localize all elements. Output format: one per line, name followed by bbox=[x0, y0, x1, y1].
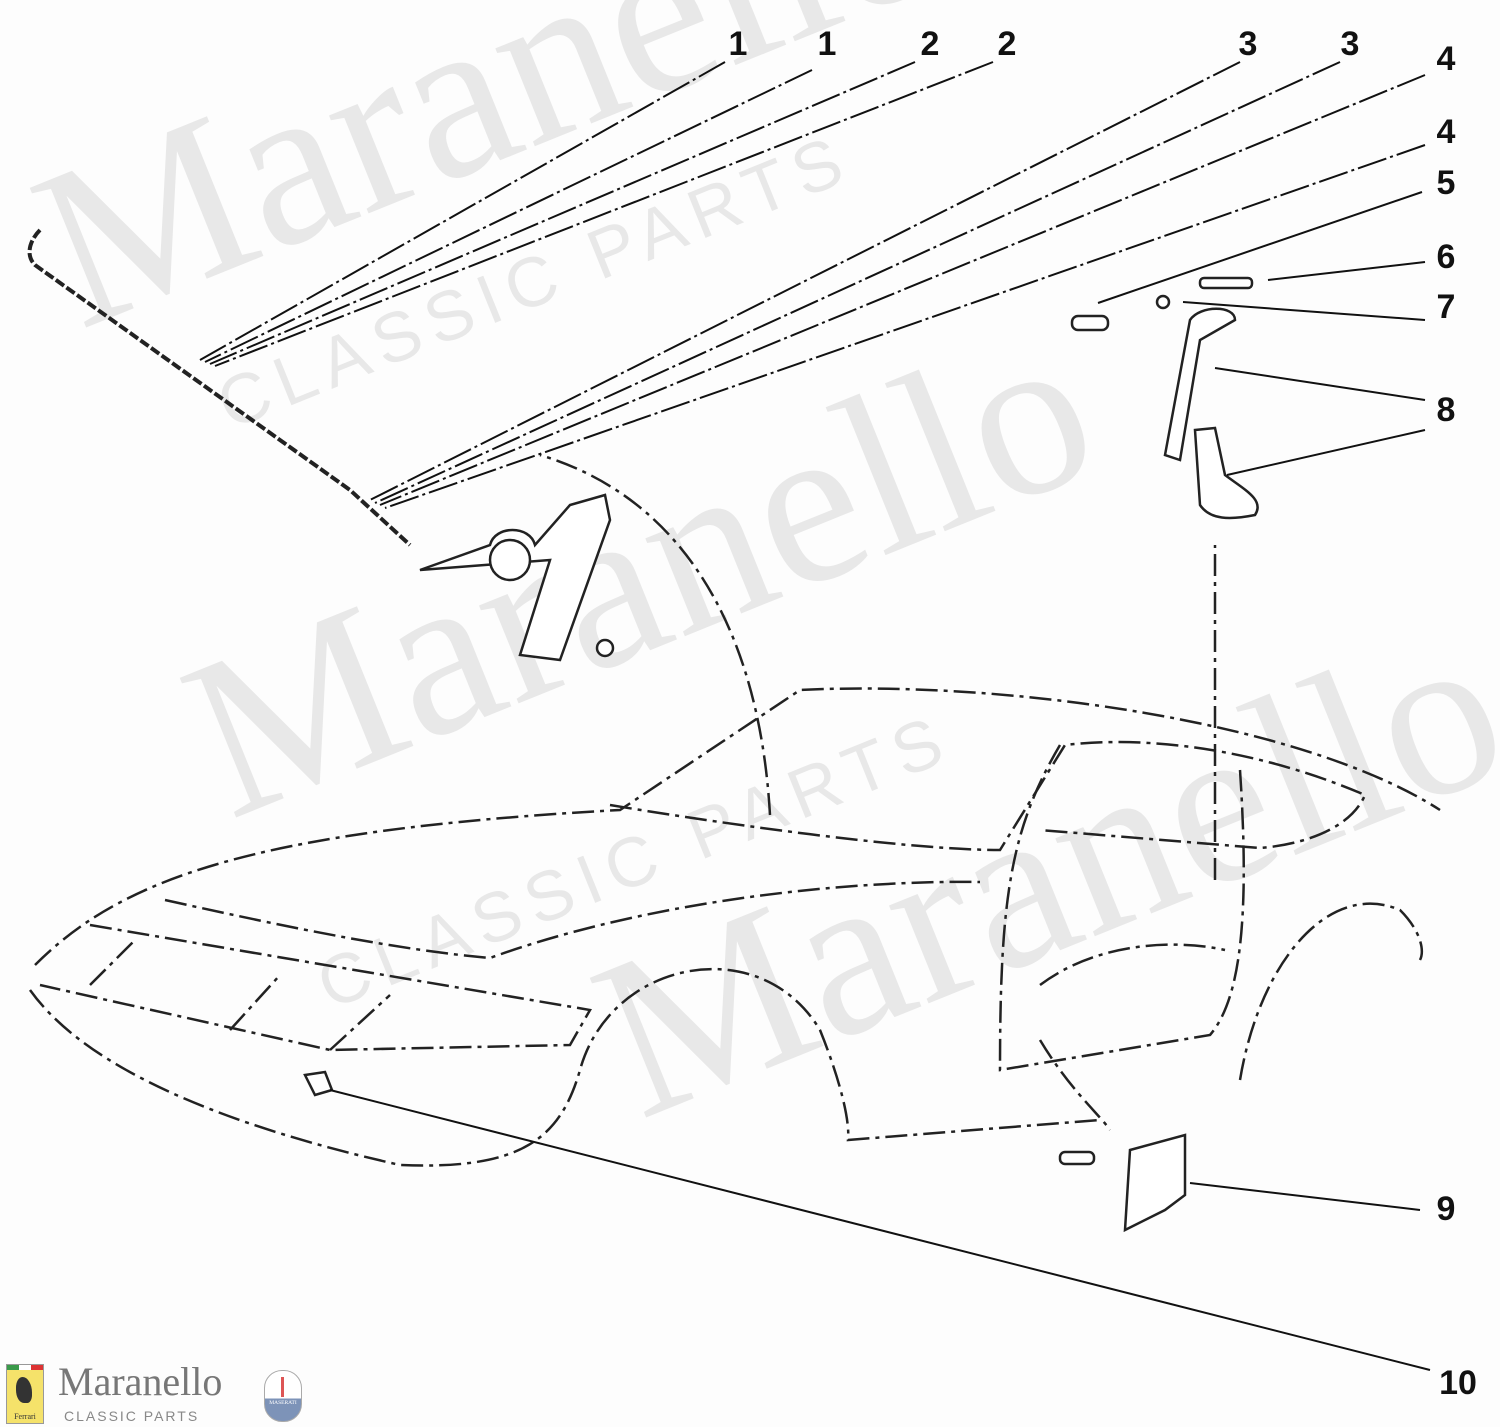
maserati-badge-text: MASERATI bbox=[269, 1400, 297, 1406]
leader-line-6 bbox=[1267, 261, 1426, 281]
brand-tagline: CLASSIC PARTS bbox=[64, 1408, 200, 1424]
callout-3: 3 bbox=[1239, 25, 1258, 63]
prancing-horse-icon bbox=[16, 1377, 32, 1403]
car-outline bbox=[28, 453, 1441, 1167]
part-6 bbox=[1198, 276, 1254, 290]
leader-line-1 bbox=[199, 61, 726, 361]
leader-line-1 bbox=[204, 69, 813, 363]
lock-part-10 bbox=[303, 1070, 334, 1097]
watermark: Maranello CLASSIC PARTS Maranello CLASSI… bbox=[3, 0, 1500, 1166]
wiper-nut bbox=[595, 638, 615, 658]
bracket-part-8 bbox=[1163, 307, 1237, 462]
leader-line-2 bbox=[214, 61, 994, 367]
callout-7: 7 bbox=[1437, 288, 1456, 326]
bracket-part-8b bbox=[1193, 426, 1259, 520]
leader-line-2 bbox=[209, 61, 916, 365]
leader-line-4 bbox=[379, 74, 1426, 506]
maserati-badge-icon: MASERATI bbox=[264, 1370, 302, 1422]
screw-part-9 bbox=[1058, 1150, 1096, 1166]
ferrari-badge-text: Ferrari bbox=[14, 1412, 36, 1421]
callout-5: 5 bbox=[1437, 164, 1456, 202]
leader-line-9 bbox=[1189, 1182, 1421, 1211]
washer-part-7 bbox=[1155, 294, 1171, 310]
leader-line-3 bbox=[374, 61, 1341, 504]
wiper-arm-assembly bbox=[419, 493, 612, 662]
brand-logo[interactable]: Ferrari Maranello CLASSIC PARTS MASERATI bbox=[6, 1359, 306, 1424]
trident-icon bbox=[281, 1377, 284, 1397]
callout-labels: 1 1 2 2 3 3 4 4 5 6 7 8 9 10 bbox=[729, 25, 1477, 1402]
latch-part-9 bbox=[1123, 1133, 1187, 1233]
leader-line-10 bbox=[329, 1089, 1431, 1371]
callout-4: 4 bbox=[1437, 113, 1456, 151]
leader-lines bbox=[199, 61, 1431, 1371]
callout-3: 3 bbox=[1341, 25, 1360, 63]
leader-line-5 bbox=[1097, 191, 1423, 304]
brand-name: Maranello bbox=[58, 1359, 223, 1404]
callout-2: 2 bbox=[921, 25, 940, 63]
leader-line-4 bbox=[384, 144, 1426, 509]
leader-line-7 bbox=[1182, 301, 1426, 321]
wiper-pivot bbox=[488, 538, 532, 582]
ferrari-shield-icon: Ferrari bbox=[6, 1364, 44, 1424]
callout-4: 4 bbox=[1437, 40, 1456, 78]
callout-1: 1 bbox=[818, 25, 837, 63]
leader-line-3 bbox=[369, 61, 1241, 501]
callout-8: 8 bbox=[1437, 391, 1456, 429]
callout-9: 9 bbox=[1437, 1190, 1456, 1228]
screw-part-5 bbox=[1070, 314, 1110, 332]
callout-10: 10 bbox=[1439, 1364, 1477, 1402]
windscreen-seal-strip bbox=[27, 228, 412, 547]
leader-line-8 bbox=[1214, 367, 1426, 401]
callout-6: 6 bbox=[1437, 238, 1456, 276]
parts bbox=[27, 228, 1259, 1233]
callout-2: 2 bbox=[998, 25, 1017, 63]
callout-1: 1 bbox=[729, 25, 748, 63]
leader-line-8 bbox=[1226, 429, 1426, 476]
